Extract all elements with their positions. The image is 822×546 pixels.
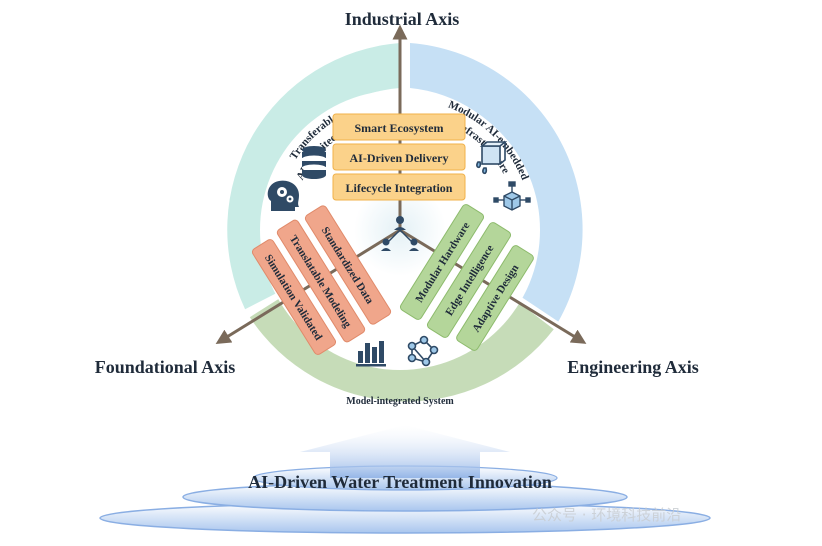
industrial-box-label: AI-Driven Delivery (350, 151, 449, 165)
watermark: 公众号 · 环境科技前沿 (532, 506, 681, 524)
upward-arrow (300, 425, 510, 478)
foundational-axis-label: Foundational Axis (95, 357, 236, 377)
industrial-boxes: Smart Ecosystem AI-Driven Delivery Lifec… (332, 113, 466, 201)
ring-segment-right (410, 43, 583, 322)
foundational-bars: Standardized Data Translatable Modeling … (251, 205, 392, 355)
brain-gears-icon (267, 180, 299, 211)
molecule-network-icon (407, 335, 439, 367)
cube-network-icon (493, 181, 531, 211)
ring-label-bottom: Model-integrated System (346, 396, 454, 407)
industrial-box-lifecycle-integration: Lifecycle Integration (332, 173, 466, 201)
bar-chart-icon (356, 341, 386, 367)
industrial-box-label: Lifecycle Integration (346, 181, 453, 195)
ring-segment-bottom (249, 293, 554, 402)
database-icon (302, 146, 326, 179)
base-title: AI-Driven Water Treatment Innovation (248, 472, 552, 492)
industrial-box-ai-driven-delivery: AI-Driven Delivery (332, 143, 466, 171)
industrial-axis-label: Industrial Axis (345, 9, 460, 29)
industrial-box-smart-ecosystem: Smart Ecosystem (332, 113, 466, 141)
industrial-box-label: Smart Ecosystem (355, 121, 444, 135)
outer-ring (227, 43, 583, 402)
cube-drops-icon (476, 141, 508, 175)
ring-segment-left (227, 43, 400, 310)
people-network-icon (381, 216, 419, 251)
engineering-axis-label: Engineering Axis (567, 357, 699, 377)
